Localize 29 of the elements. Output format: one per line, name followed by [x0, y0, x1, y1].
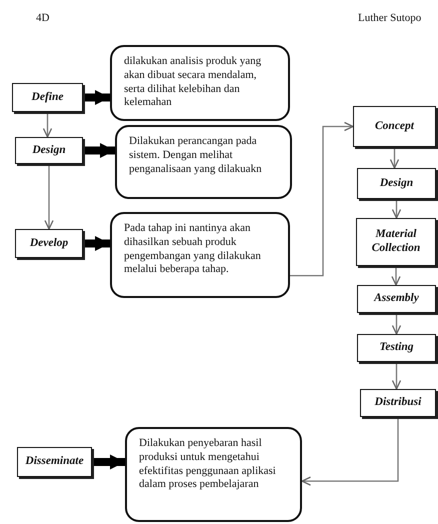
description-box: dilakukan analisis produk yang akan dibuat secara mendalam, serta dilihat kelebihan dan kelemahan [110, 45, 290, 121]
process-box: Distribusi [360, 389, 436, 417]
arrow [44, 164, 54, 230]
arrow [392, 313, 402, 335]
process-box: Material Collection [356, 218, 436, 266]
block-arrow [85, 236, 110, 251]
heading-label: Luther Sutopo [358, 12, 422, 24]
process-box: Testing [357, 334, 436, 362]
process-box: Concept [353, 106, 436, 147]
arrow [290, 122, 354, 276]
block-arrow [85, 90, 110, 105]
process-box: Disseminate [17, 447, 92, 477]
arrow [392, 362, 402, 390]
description-box: Pada tahap ini nantinya akan dihasilkan sebuah produk pengembangan yang dilakukan melalui beberapa tahap. [110, 212, 290, 298]
block-arrow [85, 143, 115, 158]
arrow [301, 417, 399, 486]
arrow [391, 266, 401, 286]
process-box: Define [12, 83, 83, 112]
process-box: Develop [15, 229, 83, 258]
process-box: Design [15, 137, 83, 164]
process-box: Assembly [357, 285, 436, 313]
arrow [390, 147, 400, 169]
process-box: Design [357, 168, 436, 199]
heading-label: 4D [36, 12, 50, 24]
description-box: Dilakukan perancangan pada sistem. Dengan melihat penganalisaan yang dilakuakn [115, 125, 292, 199]
description-box: Dilakukan penyebaran hasil produksi untuk mengetahui efektifitas penggunaan aplikasi dalam proses pembelajaran [125, 427, 302, 522]
block-arrow [94, 454, 125, 470]
arrow [392, 199, 402, 219]
arrow [42, 112, 52, 138]
